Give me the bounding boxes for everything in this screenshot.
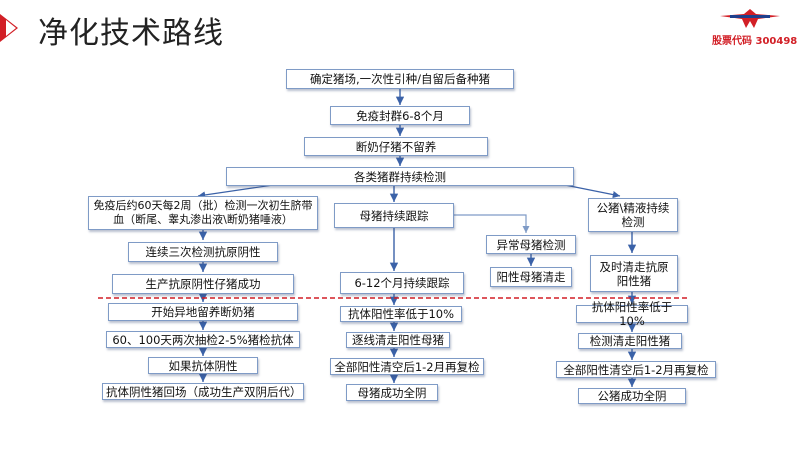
stock-code: 股票代码 300498 — [712, 36, 798, 47]
node-m5: 全部阳性清空后1-2月再复检 — [330, 358, 484, 375]
node-r6: 公猪成功全阴 — [578, 388, 686, 404]
node-m1: 母猪持续跟踪 — [334, 203, 454, 228]
node-l6: 如果抗体阴性 — [148, 357, 258, 374]
node-r3: 抗体阳性率低于10% — [576, 300, 688, 328]
title-bar: 净化技术路线 股票代码 300498 — [0, 0, 800, 58]
branch-right — [559, 183, 621, 199]
title-accent-notch — [6, 20, 16, 36]
node-l5: 60、100天两次抽检2-5%猪检抗体 — [106, 331, 300, 348]
node-a2: 阳性母猪清走 — [490, 267, 572, 287]
node-r4: 检测清走阳性猪 — [578, 333, 682, 349]
node-r2: 及时清走抗原阳性猪 — [590, 255, 678, 292]
node-l1: 免疫后约60天每2周（批）检测一次初生脐带血（断尾、睾丸渗出液\断奶猪唾液） — [88, 196, 318, 230]
node-r5: 全部阳性清空后1-2月再复检 — [556, 361, 716, 378]
node-a1: 异常母猪检测 — [486, 235, 576, 254]
branch-left — [197, 183, 281, 199]
node-m3: 抗体阳性率低于10% — [340, 306, 462, 322]
arrow-m1-a1 — [454, 214, 530, 233]
node-l2: 连续三次检测抗原阴性 — [128, 242, 278, 262]
node-m6: 母猪成功全阴 — [346, 384, 438, 401]
node-l4: 开始异地留养断奶猪 — [108, 303, 298, 321]
node-l3: 生产抗原阴性仔猪成功 — [112, 274, 294, 294]
node-n2: 免疫封群6-8个月 — [330, 106, 470, 125]
node-n1: 确定猪场,一次性引种/自留后备种猪 — [286, 69, 514, 89]
node-n3: 断奶仔猪不留养 — [304, 137, 488, 156]
node-r1: 公猪\精液持续检测 — [588, 198, 678, 232]
node-l7: 抗体阴性猪回场（成功生产双阴后代） — [102, 383, 304, 400]
node-m4: 逐线清走阳性母猪 — [346, 332, 450, 348]
node-n4: 各类猪群持续检测 — [226, 167, 574, 186]
company-logo — [720, 9, 780, 28]
node-m2: 6-12个月持续跟踪 — [340, 272, 464, 294]
page-title: 净化技术路线 — [38, 16, 224, 51]
